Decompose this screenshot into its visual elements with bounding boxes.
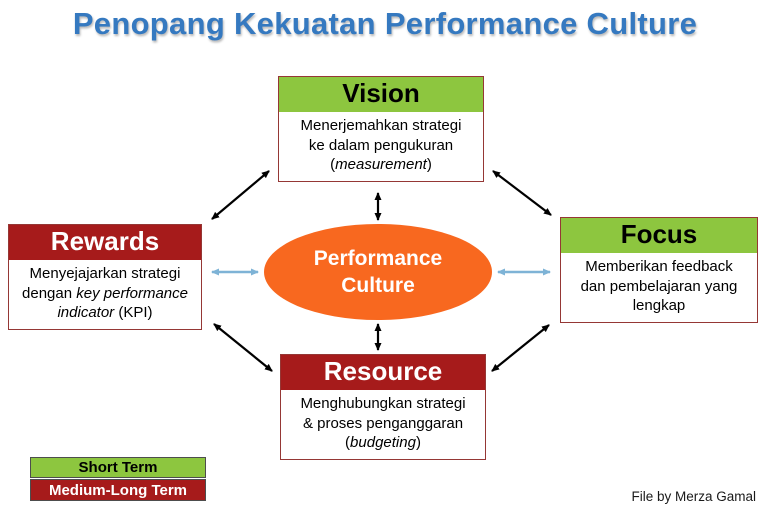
vision-line2: ke dalam pengukuran [308,136,454,154]
rewards-line2-italic: key performance [76,284,188,302]
focus-box-body: Memberikan feedback dan pembelajaran yan… [561,253,757,322]
rewards-line2-pre: dengan [22,284,77,302]
rewards-line1: Menyejajarkan strategi [29,264,181,282]
center-line1: Performance [313,246,443,270]
rewards-box-title: Rewards [9,225,201,260]
rewards-line3-post: (KPI) [114,304,153,322]
resource-line3-italic: budgeting [350,434,416,452]
vision-line1: Menerjemahkan strategi [300,116,462,134]
resource-line3-open: ( [345,434,351,452]
performance-culture-ellipse: Performance Culture [264,224,492,320]
vision-line3: (measurement) [284,155,478,175]
resource-box-body: Menghubungkan strategi & proses pengangg… [281,390,485,459]
arrow-rewards-vision [211,170,270,220]
focus-box-title: Focus [561,218,757,253]
rewards-line3-italic: indicator [57,304,115,322]
resource-line3-close: ) [415,434,421,452]
legend-medium-long-term: Medium-Long Term [30,479,206,501]
arrow-rewards-resource [213,323,273,372]
resource-box-title: Resource [281,355,485,390]
vision-box-title: Vision [279,77,483,112]
focus-line3: lengkap [632,297,686,315]
rewards-box: Rewards Menyejajarkan strategi dengan ke… [8,224,202,331]
focus-line2: dan pembelajaran yang [580,277,738,295]
resource-line3: (budgeting) [286,433,480,453]
focus-line1: Memberikan feedback [585,257,733,275]
resource-box: Resource Menghubungkan strategi & proses… [280,354,486,461]
credit-text: File by Merza Gamal [631,489,756,504]
rewards-line3: indicator (KPI) [14,303,196,323]
arrow-vision-focus [492,170,552,216]
arrow-focus-resource [491,324,550,372]
vision-line3-open: ( [330,156,336,174]
legend-short-term: Short Term [30,457,206,478]
vision-box: Vision Menerjemahkan strategi ke dalam p… [278,76,484,183]
vision-box-body: Menerjemahkan strategi ke dalam pengukur… [279,112,483,181]
rewards-box-body: Menyejajarkan strategi dengan key perfor… [9,260,201,329]
page-title: Penopang Kekuatan Performance Culture [72,6,698,41]
rewards-line2: dengan key performance [14,284,196,304]
center-line2: Culture [341,274,415,297]
vision-line3-close: ) [426,156,432,174]
resource-line2: & proses penganggaran [302,414,464,432]
vision-line3-italic: measurement [335,156,427,174]
resource-line1: Menghubungkan strategi [300,394,466,412]
focus-box: Focus Memberikan feedback dan pembelajar… [560,217,758,324]
